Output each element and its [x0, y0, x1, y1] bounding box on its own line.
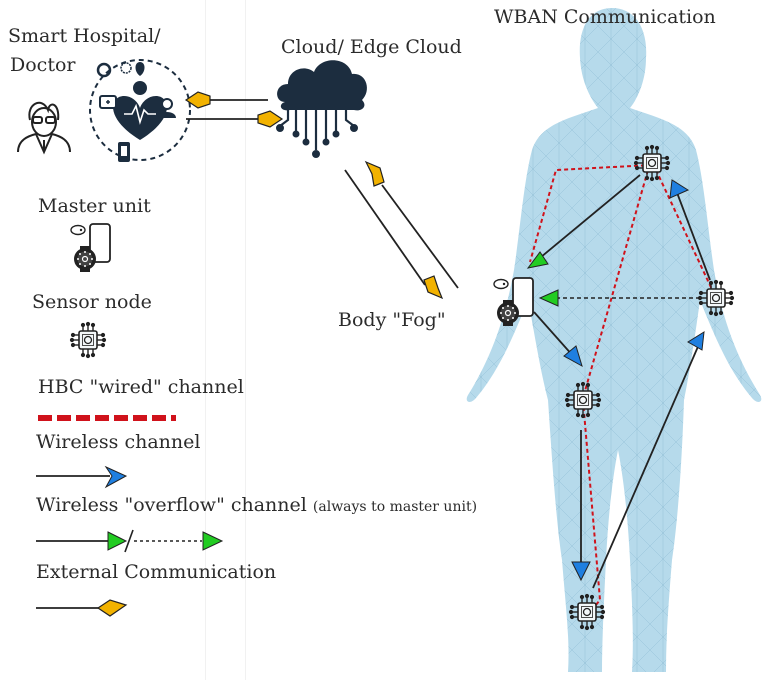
legend-overflow-note: (always to master unit) [312, 499, 478, 515]
background-stripe [205, 0, 206, 680]
external-arrowhead [257, 110, 284, 128]
legend-overflow-text: Wireless "overflow" channel [36, 494, 307, 516]
legend-wireless-arrowhead [104, 465, 128, 489]
diagram-title: WBAN Communication [494, 6, 716, 28]
legend-overflow-slash [124, 529, 134, 553]
overflow-arrowhead [526, 251, 549, 269]
cloud-label: Cloud/ Edge Cloud [281, 36, 462, 58]
legend-master-unit-icon [70, 223, 111, 273]
wireless-arrowhead [563, 345, 583, 368]
overflow-arrowhead [538, 289, 559, 307]
fog-label: Body "Fog" [338, 309, 446, 331]
doctor-label: Doctor [10, 54, 76, 76]
wireless-arrowhead [571, 561, 591, 582]
external-arrowhead [184, 91, 211, 109]
legend-overflow-arrowhead [202, 531, 224, 551]
legend-master-unit-label: Master unit [38, 195, 151, 217]
legend-external-arrowhead [96, 599, 128, 617]
cloud-circuit-icon[interactable] [276, 60, 367, 158]
wireless-arrowhead [687, 331, 705, 351]
legend-external-label: External Communication [36, 561, 277, 583]
legend-wireless-label: Wireless channel [36, 431, 201, 453]
human-body-figure [466, 8, 762, 672]
master-unit-body-fog[interactable] [493, 277, 534, 327]
health-hub-icon [89, 59, 191, 162]
external-arrowhead [423, 275, 444, 300]
wireless-links [533, 174, 711, 589]
legend-sensor-node-label: Sensor node [32, 291, 152, 313]
doctor-icon [17, 101, 71, 155]
legend-overflow-label: Wireless "overflow" channel (always to m… [36, 496, 477, 515]
external-arrowhead [364, 160, 385, 187]
external-links [186, 99, 459, 289]
wireless-arrowhead [669, 179, 690, 199]
legend-overflow-arrowhead [107, 531, 128, 551]
legend-sensor-node-icon [69, 321, 107, 359]
background-stripe [245, 0, 246, 680]
hospital-label: Smart Hospital/ [8, 25, 161, 47]
legend-hbc-label: HBC "wired" channel [38, 376, 244, 398]
